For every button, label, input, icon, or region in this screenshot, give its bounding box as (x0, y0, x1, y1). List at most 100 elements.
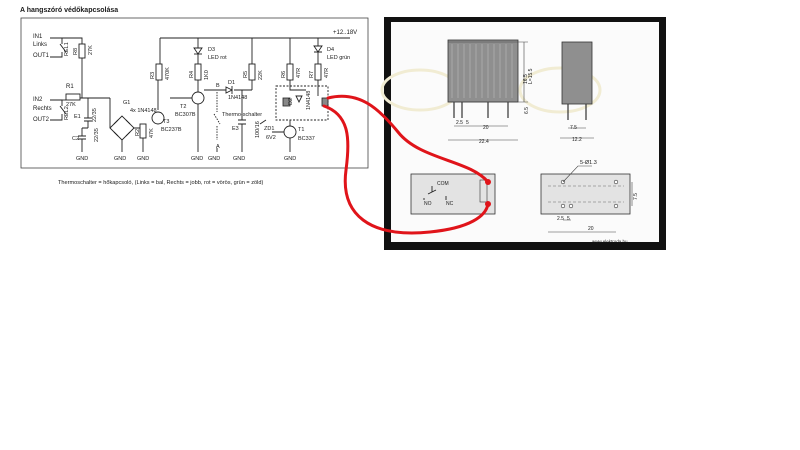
schematic-caption: Thermoschalter = hőkapcsoló, (Links = ba… (58, 180, 263, 186)
red-wire-2 (322, 104, 490, 235)
cap-e1 (82, 98, 92, 129)
wire-r6 (289, 38, 306, 91)
dim-footprint-width (548, 219, 616, 233)
label-e3: E3 (232, 126, 239, 132)
label-t1-value: BC337 (298, 136, 315, 142)
red-wire-dot-1 (485, 179, 491, 185)
label-r3: R3 (150, 72, 156, 79)
label-r8-value: 27K (88, 45, 94, 55)
contact-switch (423, 186, 447, 200)
watermark-logo-2 (518, 66, 602, 114)
relay-coil-left (282, 97, 291, 107)
label-r3-value: 470K (165, 67, 171, 80)
label-r7: R7 (309, 71, 315, 78)
resistor-r3 (155, 63, 163, 81)
label-zd1-value: 6V2 (266, 135, 276, 141)
relay-side-pins (567, 104, 587, 120)
relay-contact-block (410, 173, 496, 215)
dim-h2: L=15.5 (528, 68, 534, 84)
label-rel2: REL2 (64, 106, 70, 120)
label-r4: R4 (189, 71, 195, 78)
dim-front-width (448, 125, 518, 141)
switch-rel1 (59, 43, 67, 53)
label-r6: R6 (281, 71, 287, 78)
led-d3 (193, 47, 203, 55)
bridge-diodes (113, 119, 131, 137)
cap-e3 (238, 90, 246, 152)
label-out2: OUT2 (33, 117, 50, 123)
dim-row: 7.5 (633, 193, 639, 200)
label-r1-value: 27K (66, 102, 76, 108)
footprint-hole-3 (568, 203, 574, 209)
label-gnd-4: GND (191, 156, 203, 162)
label-gnd-7: GND (284, 156, 296, 162)
resistor-r1 (65, 93, 81, 101)
resistor-r6 (286, 63, 294, 81)
dim-holes: 5-Ø1.3 (580, 160, 597, 166)
contact-nc: NC (446, 201, 454, 207)
diode-d1 (225, 86, 234, 94)
label-r5: R5 (243, 71, 249, 78)
label-r1: R1 (66, 84, 74, 90)
label-e1-value: 22/35 (92, 108, 98, 122)
label-gnd-6: GND (233, 156, 245, 162)
label-g1-value: 4x 1N4148 (130, 108, 157, 114)
dim-total: 22.4 (479, 139, 489, 145)
relay-footprint (540, 173, 631, 215)
wire-r7 (314, 51, 322, 96)
relay-panel: 16.5 L=15.5 6.5 2.5 5 20 22.4 7.5 12.2 C… (380, 17, 666, 250)
switch-rel2 (59, 105, 67, 115)
label-c2: C2 (72, 136, 79, 142)
dim-pin-w: 7.5 (570, 125, 577, 131)
label-rechts: Rechts (33, 106, 52, 112)
relay-front-pins (453, 102, 509, 118)
cap-c2 (78, 128, 86, 152)
label-links: Links (33, 42, 47, 48)
label-d1: D1 (228, 80, 235, 86)
relay-side-body (561, 41, 593, 105)
label-zd1: ZD1 (264, 126, 274, 132)
resistor-r4 (194, 63, 202, 81)
zener-zd1 (259, 119, 284, 133)
thermo-switch (213, 92, 221, 140)
label-r5-value: 22K (258, 70, 264, 80)
dim-h1: 16.5 (523, 74, 529, 84)
schematic-title: A hangszóró védőkapcsolása (20, 7, 118, 14)
bridge-wires (109, 98, 140, 152)
footprint-hole-2 (560, 203, 566, 209)
label-gnd-3: GND (137, 156, 149, 162)
relay-box (275, 85, 329, 121)
transistor-t3 (151, 111, 165, 125)
label-rel1: REL1 (64, 42, 70, 56)
label-t1: T1 (298, 127, 304, 133)
dim-front-height (448, 41, 528, 103)
label-t3: T3 (163, 119, 169, 125)
label-t3-value: BC237B (161, 127, 182, 133)
dim-pitch-2: 5 (466, 120, 469, 126)
dim-length: 20 (483, 125, 489, 131)
label-t2: T2 (180, 104, 186, 110)
resistor-r8 (78, 43, 86, 59)
transistor-t2 (191, 91, 205, 105)
label-e3-value: 100/16 (255, 121, 261, 138)
label-gnd-1: GND (76, 156, 88, 162)
label-gnd-2: GND (114, 156, 126, 162)
resistor-r7 (314, 63, 322, 81)
label-d4-value: LED grün (327, 55, 350, 61)
label-c2-value: 22/35 (94, 128, 100, 142)
dim-pitch: 2.5 (456, 120, 463, 126)
relay-coil-symbol (479, 179, 488, 203)
label-d1-value: 1N4148 (228, 95, 247, 101)
dim-side-width (560, 127, 594, 139)
red-wires (322, 94, 491, 235)
contact-com: COM (437, 181, 449, 187)
red-wire-1 (326, 94, 490, 184)
red-wire-dot-2 (485, 201, 491, 207)
label-r8: R8 (73, 48, 79, 55)
dim-holes-leader (562, 165, 592, 183)
label-b: B (216, 83, 220, 89)
relay-front-texture (451, 44, 513, 98)
label-d3: D3 (208, 47, 215, 53)
label-a: A (216, 144, 220, 150)
